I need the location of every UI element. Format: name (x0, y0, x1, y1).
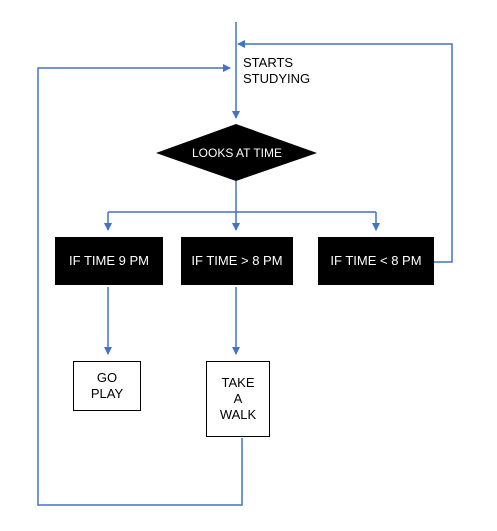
branch-1-box: IF TIME 9 PM (55, 237, 163, 285)
start-label-line-2: STUDYING (243, 71, 311, 86)
branch-3-label: IF TIME < 8 PM (330, 253, 422, 268)
go-play-line-2: PLAY (90, 386, 124, 401)
start-label-line-1: STARTS (243, 55, 294, 70)
branch-3-loop-connector (237, 40, 453, 263)
decision-label: LOOKS AT TIME (191, 146, 283, 160)
take-walk-box: TAKE A WALK (206, 361, 270, 437)
decision-diamond (156, 124, 317, 181)
branch-3-box: IF TIME < 8 PM (318, 237, 434, 285)
take-walk-line-3: WALK (219, 407, 257, 422)
take-walk-line-1: TAKE (221, 375, 255, 390)
take-walk-line-2: A (233, 391, 243, 406)
take-walk-loop-connector (37, 64, 243, 506)
start-label: STARTS STUDYING (243, 55, 310, 87)
branch-2-box: IF TIME > 8 PM (181, 237, 293, 285)
branch-2-label: IF TIME > 8 PM (191, 253, 283, 268)
go-play-box: GO PLAY (73, 361, 141, 411)
go-play-line-1: GO (96, 370, 118, 385)
branch-1-label: IF TIME 9 PM (69, 253, 149, 268)
